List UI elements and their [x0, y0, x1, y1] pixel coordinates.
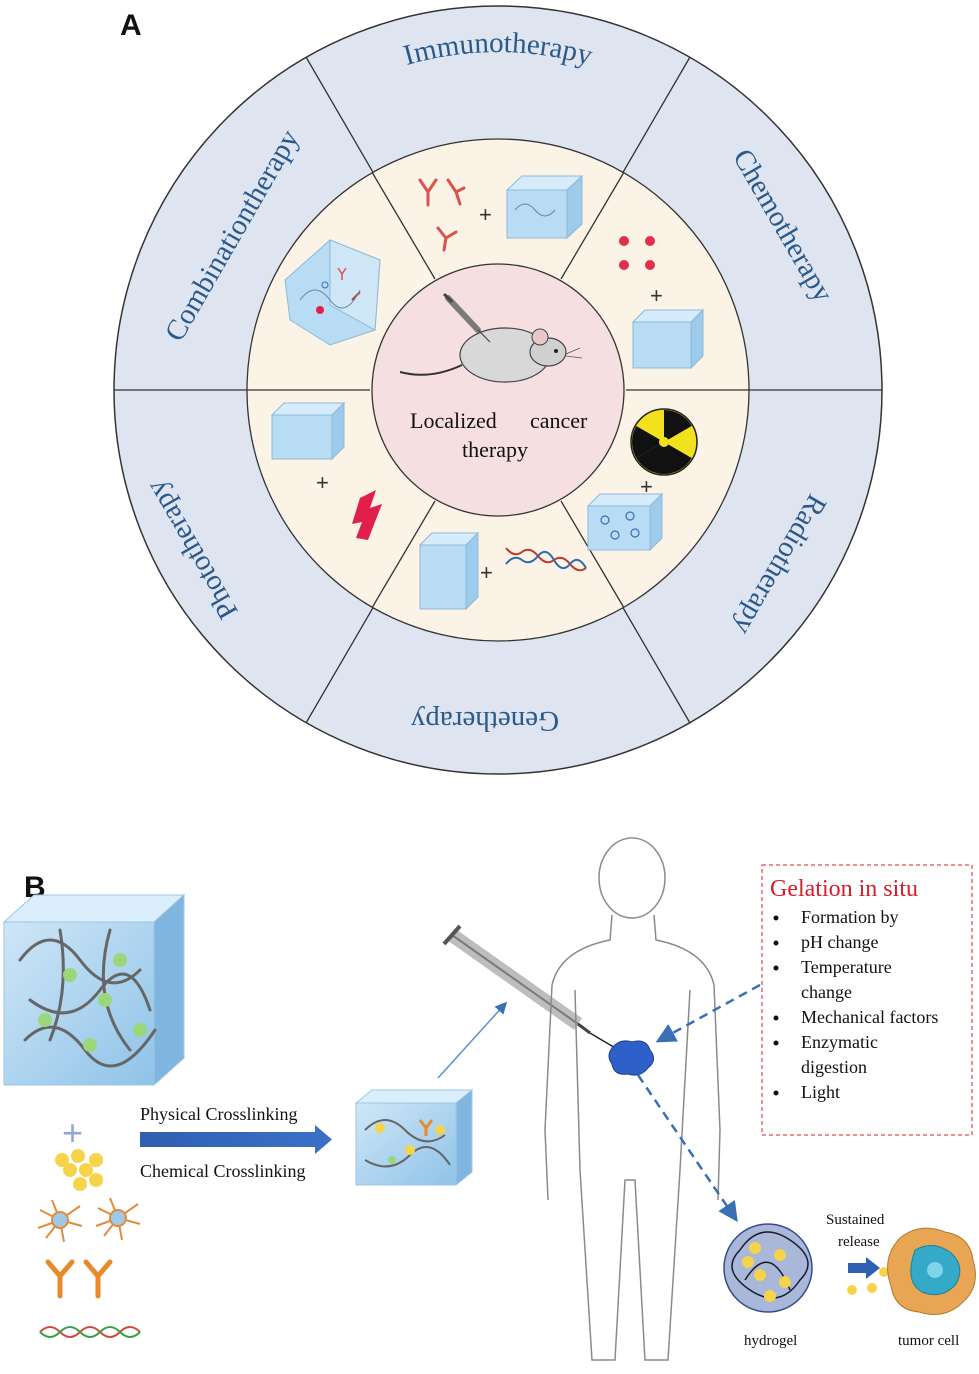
gelation-item: Mechanical factors — [801, 1007, 938, 1027]
hydrogel-cube-icon — [586, 492, 664, 552]
center-text-cancer: cancer — [530, 408, 588, 433]
released-particles — [847, 1267, 889, 1295]
sustained-label: Sustained — [826, 1212, 885, 1228]
therapy-wheel: Immunotherapy Chemotherapy Radiotherapy … — [113, 5, 883, 775]
tumor-cell-icon — [887, 1227, 976, 1315]
bullet-dot — [773, 940, 779, 946]
crosslinking-arrow — [140, 1125, 332, 1154]
plus-sign: + — [316, 470, 329, 495]
gelation-item: change — [801, 982, 852, 1002]
bullet-dot — [773, 1090, 779, 1096]
immune-cell-icon — [37, 1197, 141, 1243]
drug-particles — [55, 1149, 103, 1191]
human-body-outline — [544, 837, 721, 1361]
gelation-item: Light — [801, 1082, 840, 1102]
hydrogel-sphere — [723, 1223, 813, 1313]
gelation-item: Formation by — [801, 907, 899, 927]
hydrogel-cube-icon — [418, 531, 480, 611]
polymer-network-cube — [2, 893, 186, 1087]
bullet-dot — [773, 1015, 779, 1021]
segment-label-genetherapy: Genetherapy — [410, 705, 559, 737]
gelation-item: pH change — [801, 932, 878, 952]
hydrogel-cube-icon — [631, 308, 705, 370]
drug-dots-icon — [619, 236, 655, 270]
physical-crosslinking-label: Physical Crosslinking — [140, 1104, 298, 1124]
tumor-site-icon — [608, 1040, 654, 1076]
injection-arrow — [437, 1001, 508, 1079]
center-text-therapy: therapy — [462, 437, 528, 462]
chemical-crosslinking-label: Chemical Crosslinking — [140, 1161, 306, 1181]
dna-icon — [505, 547, 587, 572]
plus-sign: + — [650, 283, 663, 308]
center-text-localized: Localized — [410, 408, 497, 433]
gelation-item: Enzymatic — [801, 1032, 878, 1052]
light-bolt-icon — [352, 490, 382, 540]
gelation-item: Temperature — [801, 957, 892, 977]
dna-icon — [39, 1326, 141, 1338]
dashed-arrow-from-box — [655, 983, 761, 1043]
loaded-hydrogel-cube — [354, 1088, 474, 1187]
plus-sign-blue: + — [62, 1112, 83, 1153]
plus-sign: + — [480, 560, 493, 585]
release-label: release — [838, 1234, 880, 1250]
bullet-dot — [773, 965, 779, 971]
inner-circle — [371, 263, 625, 517]
antibody-icon — [418, 178, 466, 252]
syringe-icon — [442, 292, 491, 343]
syringe-icon — [442, 924, 623, 1053]
radiation-icon — [630, 408, 698, 476]
panel-a-letter: A — [120, 9, 142, 42]
gelation-title: Gelation in situ — [770, 876, 918, 902]
bullet-dot — [773, 1040, 779, 1046]
hydrogel-label: hydrogel — [744, 1333, 797, 1349]
plus-sign: + — [640, 474, 653, 499]
hydrogel-cube-icon — [505, 174, 584, 240]
tumor-cell-label: tumor cell — [898, 1333, 959, 1349]
combination-hydrogel-cube-icon — [284, 239, 381, 346]
hydrogel-cube-icon — [270, 401, 346, 461]
bullet-dot — [773, 915, 779, 921]
plus-sign: + — [479, 202, 492, 227]
dashed-arrow-to-hydrogel — [636, 1074, 738, 1223]
gelation-item: digestion — [801, 1057, 867, 1077]
release-arrow — [848, 1257, 880, 1279]
antibody-icon — [45, 1259, 113, 1299]
mouse-illustration — [399, 327, 583, 383]
gelation-in-situ-box: Gelation in situ Formation by pH changeTe… — [761, 864, 973, 1136]
